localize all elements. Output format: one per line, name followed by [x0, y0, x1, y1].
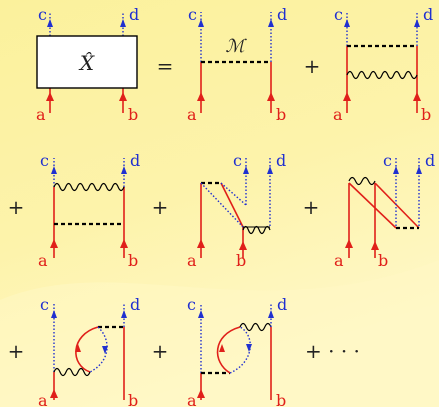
label-b: b [378, 251, 388, 270]
arrow-d-icon [121, 166, 127, 174]
arrow-c-icon [393, 166, 399, 174]
arrow-b-icon [239, 241, 247, 250]
label-a: a [38, 391, 48, 407]
label-a: a [334, 251, 344, 270]
label-c: c [38, 5, 47, 24]
arrow-d-icon [121, 310, 127, 318]
photon-line [242, 225, 271, 235]
label-a: a [187, 391, 197, 407]
arrow-a-icon [197, 92, 205, 101]
label-d: d [130, 295, 140, 314]
ellipsis: + · · · [305, 339, 360, 363]
label-b: b [128, 251, 138, 270]
diagram-loop-lower-photon: c d a b [38, 295, 140, 407]
label-d: d [425, 151, 435, 170]
arrow-d-icon [416, 166, 422, 174]
arrow-c-icon [51, 310, 57, 318]
diagram-contact-then-photon: c d a b [38, 151, 140, 270]
plus-sign: + [8, 339, 25, 363]
arrow-c-icon [198, 310, 204, 318]
label-d: d [277, 295, 287, 314]
label-d: d [129, 5, 139, 24]
arrow-d-icon [267, 166, 273, 174]
arrow-d-icon [414, 19, 420, 27]
plus-sign: + [304, 54, 321, 78]
label-a: a [187, 105, 197, 124]
label-b: b [128, 391, 138, 407]
label-a: a [333, 105, 343, 124]
arrow-a-icon [46, 92, 54, 101]
label-b: b [276, 105, 286, 124]
arrow-c-icon [344, 19, 350, 27]
arrow-c-icon [198, 19, 204, 27]
label-b: b [421, 105, 431, 124]
arrow-a-icon [197, 239, 205, 248]
equals-sign: = [157, 54, 174, 78]
arrow-c-icon [51, 166, 57, 174]
arrow-a-icon [345, 239, 353, 248]
label-d: d [423, 5, 433, 24]
plus-sign: + [303, 195, 320, 219]
photon-line [239, 322, 272, 332]
photon-line [348, 176, 376, 186]
label-b: b [276, 391, 286, 407]
label-b: b [236, 251, 246, 270]
arrow-a-icon [50, 239, 58, 248]
photon-line [53, 367, 91, 377]
operator-label: X̂ [78, 51, 95, 75]
label-c: c [187, 295, 196, 314]
photon-line [53, 182, 125, 192]
label-d: d [130, 151, 140, 170]
photon-line [346, 70, 418, 80]
diagram-loop-upper-photon: c d a b [187, 295, 287, 407]
arrow-b-icon [413, 92, 421, 101]
loop-fermion [89, 326, 108, 373]
arrow-a-icon [343, 92, 351, 101]
arrow-a-icon [50, 389, 58, 398]
diagram-contact-term: ℳ c d a b [187, 5, 287, 124]
plus-sign: + [8, 195, 25, 219]
arrow-d-icon [268, 19, 274, 27]
label-d: d [276, 151, 286, 170]
label-b: b [128, 105, 138, 124]
label-c: c [334, 5, 343, 24]
label-a: a [187, 251, 197, 270]
loop-fermion [216, 326, 241, 374]
arrow-b-icon [371, 241, 379, 250]
diagram-operator-box: X̂ c d a b [36, 5, 139, 124]
label-c: c [188, 5, 197, 24]
label-c: c [233, 151, 242, 170]
operator-box [36, 35, 138, 89]
diagram-photon-then-contact: c d a b [333, 5, 433, 124]
label-c: c [40, 151, 49, 170]
arrow-b-icon [267, 92, 275, 101]
label-c: c [40, 295, 49, 314]
label-c: c [383, 151, 392, 170]
plus-sign: + [152, 339, 169, 363]
arrow-b-icon [120, 239, 128, 248]
matrix-symbol: ℳ [225, 36, 247, 57]
arrow-c-icon [243, 166, 249, 174]
background-glow [0, 260, 439, 407]
diagram-crossed-variant: c d a b [334, 151, 435, 270]
arrow-a-icon [197, 389, 205, 398]
arrow-d-icon [268, 310, 274, 318]
plus-sign: + [152, 195, 169, 219]
diagram-crossed-exchange: c d a b [187, 151, 286, 270]
label-a: a [38, 251, 48, 270]
arrow-c-icon [47, 19, 53, 27]
arrow-b-icon [119, 92, 127, 101]
label-d: d [277, 5, 287, 24]
arrow-d-icon [120, 19, 126, 27]
label-a: a [36, 105, 46, 124]
